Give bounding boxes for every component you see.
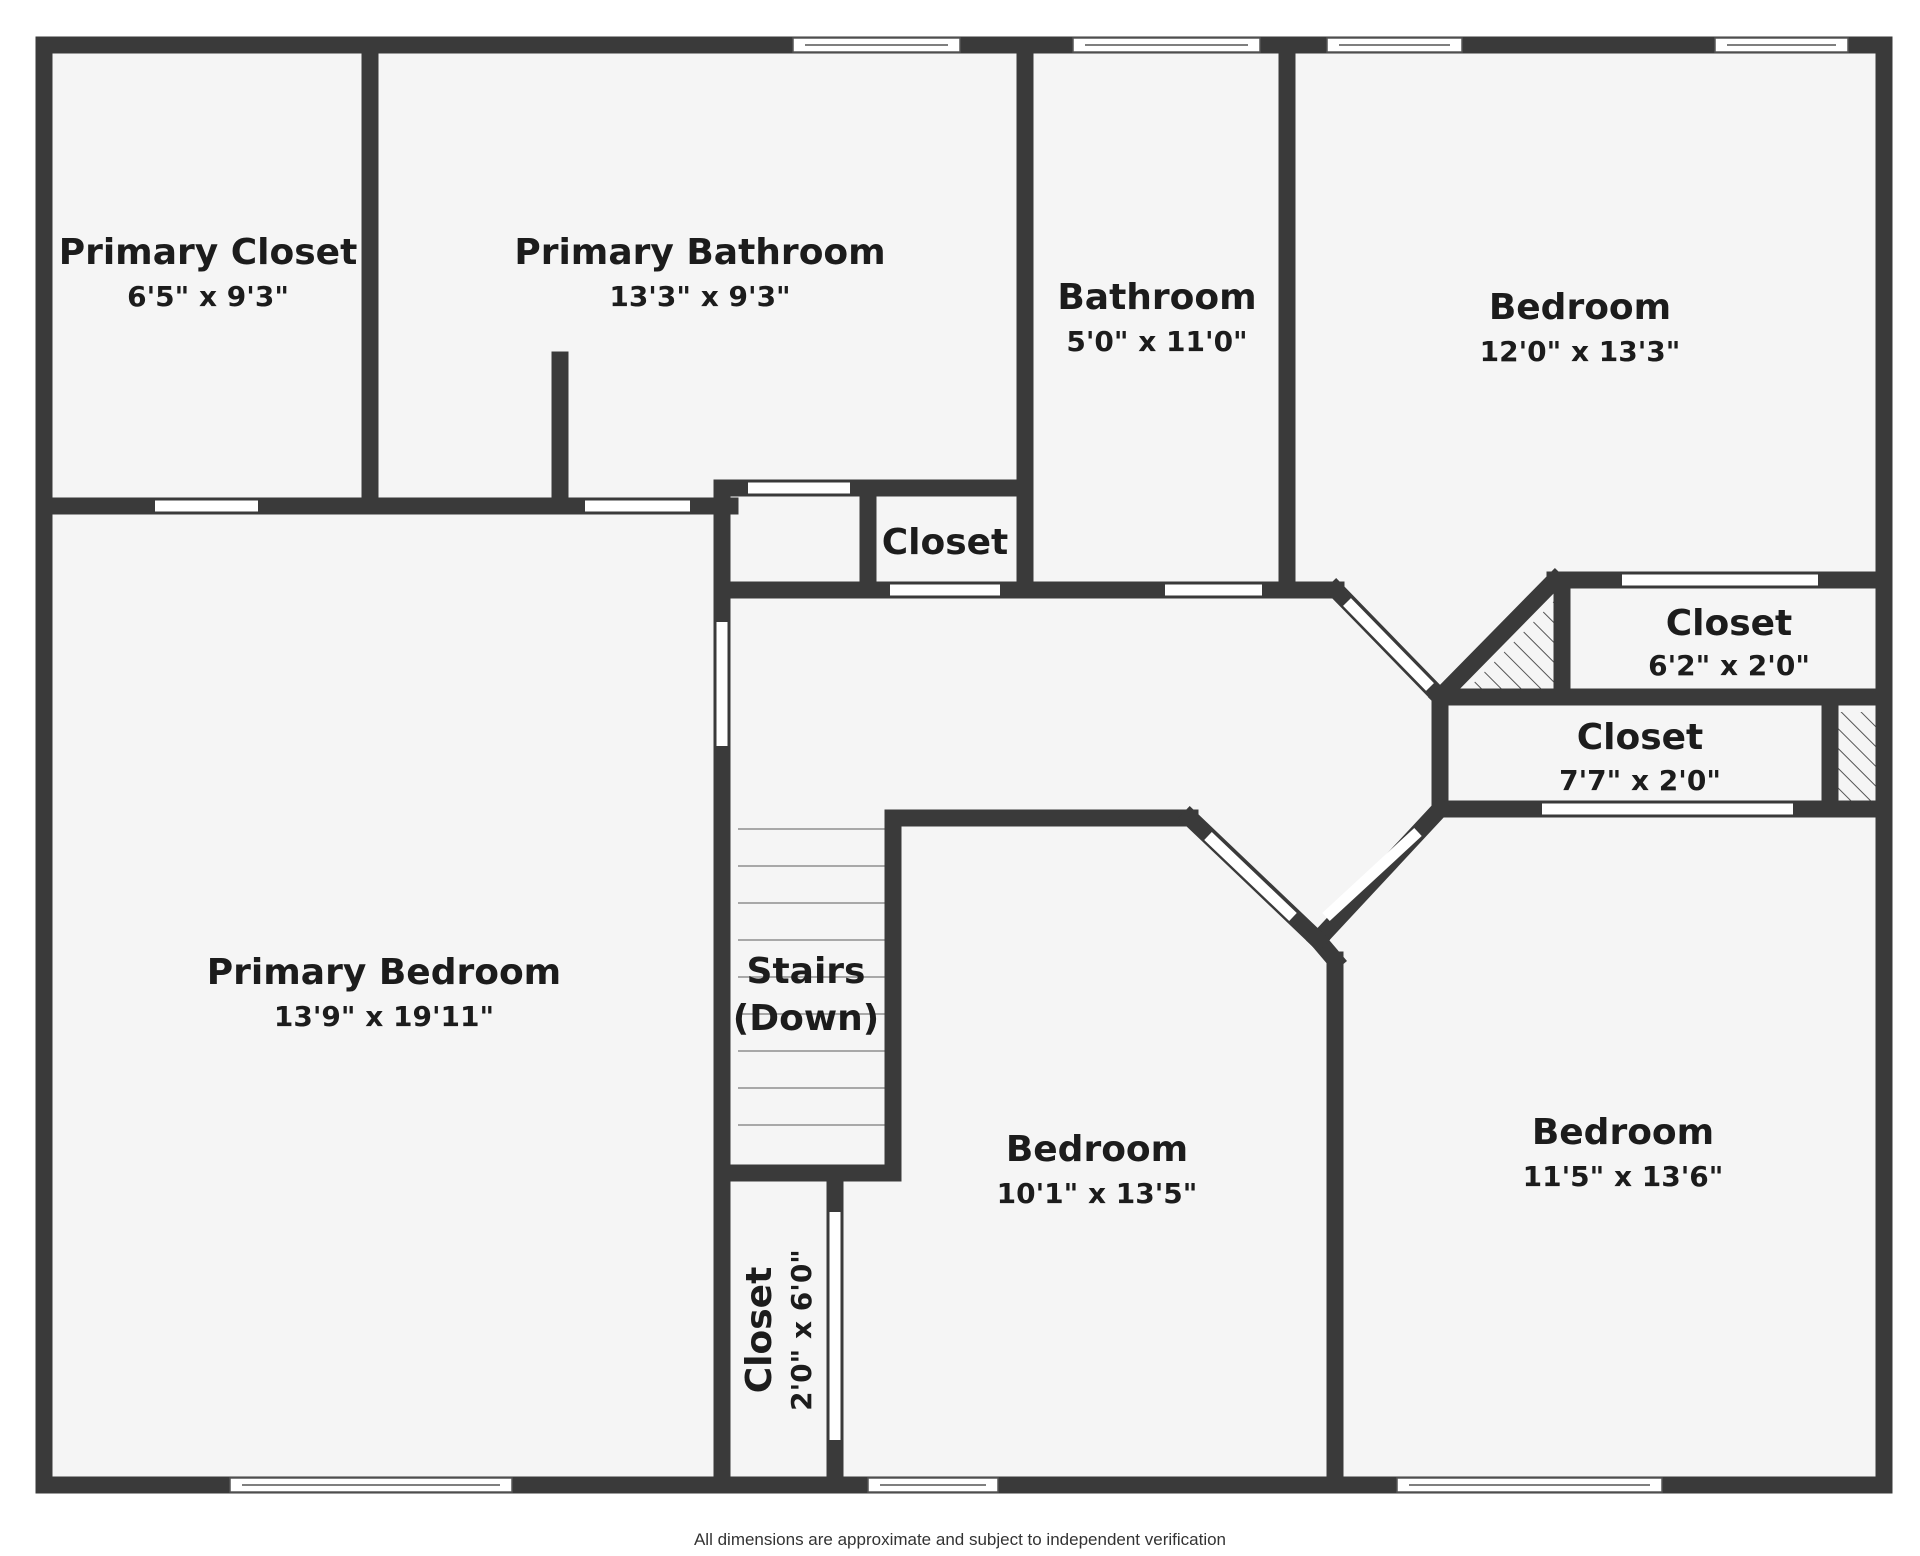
window — [1396, 1477, 1663, 1493]
window — [1714, 37, 1849, 53]
closet-e1-name: Closet — [1666, 603, 1793, 644]
stair-treads — [738, 828, 885, 1126]
bedroom-s-dims: 10'1" x 13'5" — [997, 1177, 1198, 1210]
door-opening — [1322, 827, 1422, 922]
windows — [229, 37, 1849, 1493]
window — [1072, 37, 1261, 53]
closet-s-name: Closet — [739, 1267, 780, 1394]
stairs-direction: (Down) — [733, 998, 879, 1039]
room-labels: Primary Closet 6'5" x 9'3" Primary Bathr… — [59, 232, 1810, 1411]
hatched-chase-e — [1836, 712, 1876, 802]
disclaimer-text: All dimensions are approximate and subje… — [693, 1530, 1227, 1549]
wall — [1427, 567, 1568, 710]
primary-closet-dims: 6'5" x 9'3" — [127, 280, 289, 313]
window — [229, 1477, 513, 1493]
primary-bathroom-dims: 13'3" x 9'3" — [609, 280, 790, 313]
closet-e2-dims: 7'7" x 2'0" — [1559, 764, 1721, 797]
bathroom-dims: 5'0" x 11'0" — [1066, 325, 1247, 358]
bedroom-s-name: Bedroom — [1006, 1129, 1188, 1170]
hatched-chase-nw — [1460, 600, 1555, 697]
closet-e1-dims: 6'2" x 2'0" — [1648, 649, 1810, 682]
window — [867, 1477, 999, 1493]
bedroom-ne-name: Bedroom — [1489, 287, 1671, 328]
bedroom-se-name: Bedroom — [1532, 1112, 1714, 1153]
closet-s-dims: 2'0" x 6'0" — [785, 1249, 818, 1411]
stairs-label: Stairs — [747, 951, 866, 992]
closet-e2-name: Closet — [1577, 717, 1704, 758]
primary-bedroom-dims: 13'9" x 19'11" — [274, 1000, 494, 1033]
window — [1326, 37, 1463, 53]
primary-bedroom-name: Primary Bedroom — [207, 952, 561, 993]
primary-closet-name: Primary Closet — [59, 232, 358, 273]
closet-small-name: Closet — [882, 522, 1009, 563]
door-opening — [1343, 598, 1434, 691]
bedroom-ne-dims: 12'0" x 13'3" — [1480, 335, 1681, 368]
floor-area — [43, 51, 1883, 1481]
door-opening — [1204, 832, 1297, 921]
bedroom-se-dims: 11'5" x 13'6" — [1523, 1160, 1724, 1193]
window — [792, 37, 961, 53]
primary-bathroom-name: Primary Bathroom — [514, 232, 885, 273]
door-openings — [155, 482, 1818, 1440]
bathroom-name: Bathroom — [1057, 277, 1256, 318]
